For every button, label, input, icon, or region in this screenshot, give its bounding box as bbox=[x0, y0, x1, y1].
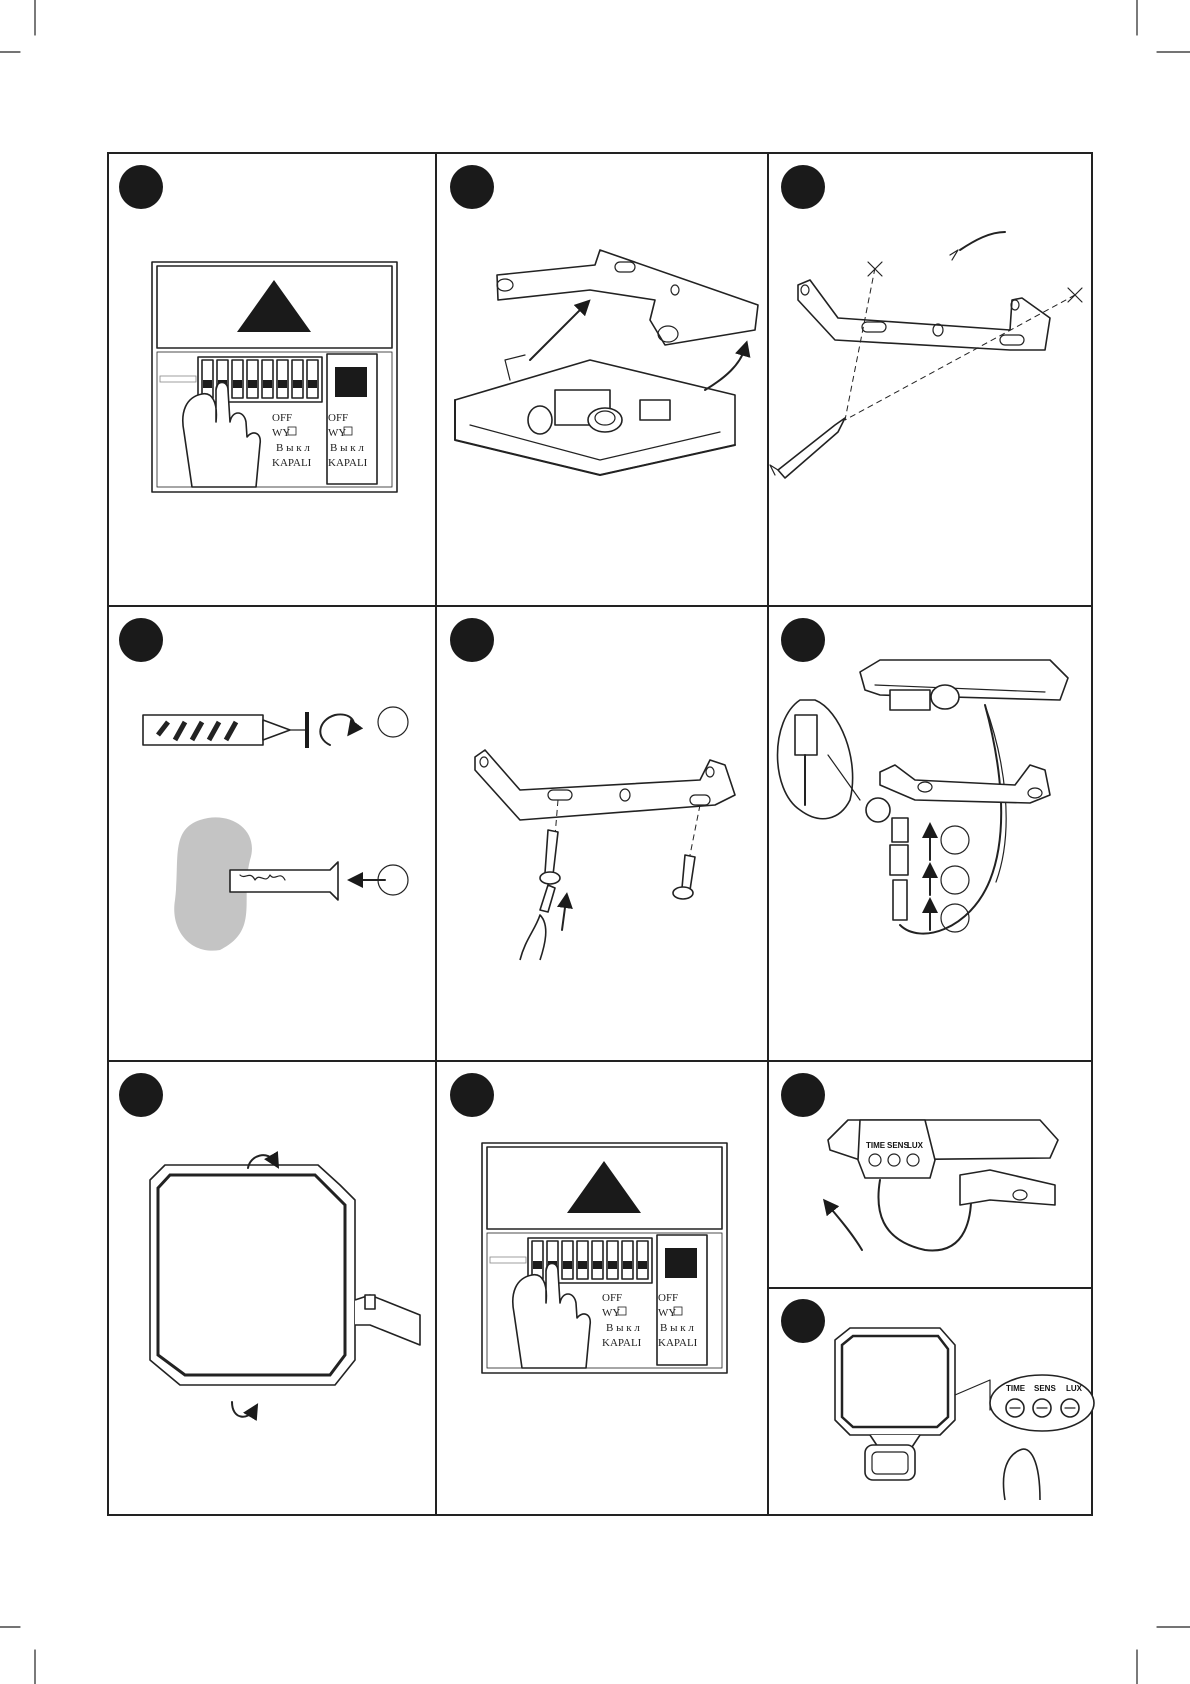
step-7-illustration bbox=[150, 1155, 420, 1417]
svg-text:OFF: OFF bbox=[658, 1292, 678, 1304]
svg-text:KAPALI: KAPALI bbox=[272, 457, 312, 469]
svg-text:В ы к л: В ы к л bbox=[660, 1322, 694, 1334]
step-2-badge bbox=[450, 165, 494, 209]
svg-text:SENS: SENS bbox=[1034, 1384, 1056, 1393]
step-4-illustration bbox=[143, 707, 408, 951]
step-9-badge bbox=[781, 1073, 825, 1117]
svg-text:KAPALI: KAPALI bbox=[602, 1337, 642, 1349]
svg-text:KAPALI: KAPALI bbox=[328, 457, 368, 469]
step-10-illustration: TIME SENS LUX bbox=[835, 1328, 1094, 1500]
svg-text:OFF: OFF bbox=[272, 412, 292, 424]
svg-text:KAPALI: KAPALI bbox=[658, 1337, 698, 1349]
step-2-illustration bbox=[455, 250, 758, 475]
step-3-illustration bbox=[770, 232, 1082, 478]
svg-text:OFF: OFF bbox=[328, 412, 348, 424]
svg-text:LUX: LUX bbox=[1066, 1384, 1083, 1393]
step-6-illustration bbox=[778, 660, 1069, 934]
step-5-badge bbox=[450, 618, 494, 662]
svg-text:В ы к л: В ы к л bbox=[606, 1322, 640, 1334]
svg-text:TIME: TIME bbox=[866, 1141, 886, 1150]
step-1-illustration: OFF WY В ы к л KAPALI OFF WY В ы к л KAP… bbox=[152, 262, 397, 492]
step-7-badge bbox=[119, 1073, 163, 1117]
step-3-badge bbox=[781, 165, 825, 209]
svg-text:TIME: TIME bbox=[1006, 1384, 1026, 1393]
step-4-badge bbox=[119, 618, 163, 662]
svg-text:OFF: OFF bbox=[602, 1292, 622, 1304]
svg-text:LUX: LUX bbox=[907, 1141, 924, 1150]
step-10-badge bbox=[781, 1299, 825, 1343]
svg-text:В ы к л: В ы к л bbox=[276, 442, 310, 454]
step-1-badge bbox=[119, 165, 163, 209]
step-8-illustration: OFF WY В ы к л KAPALI OFF WY В ы к л KAP… bbox=[482, 1143, 727, 1373]
step-9-illustration: TIME SENS LUX bbox=[828, 1120, 1058, 1250]
svg-text:В ы к л: В ы к л bbox=[330, 442, 364, 454]
step-5-illustration bbox=[475, 750, 735, 960]
step-8-badge bbox=[450, 1073, 494, 1117]
step-6-badge bbox=[781, 618, 825, 662]
